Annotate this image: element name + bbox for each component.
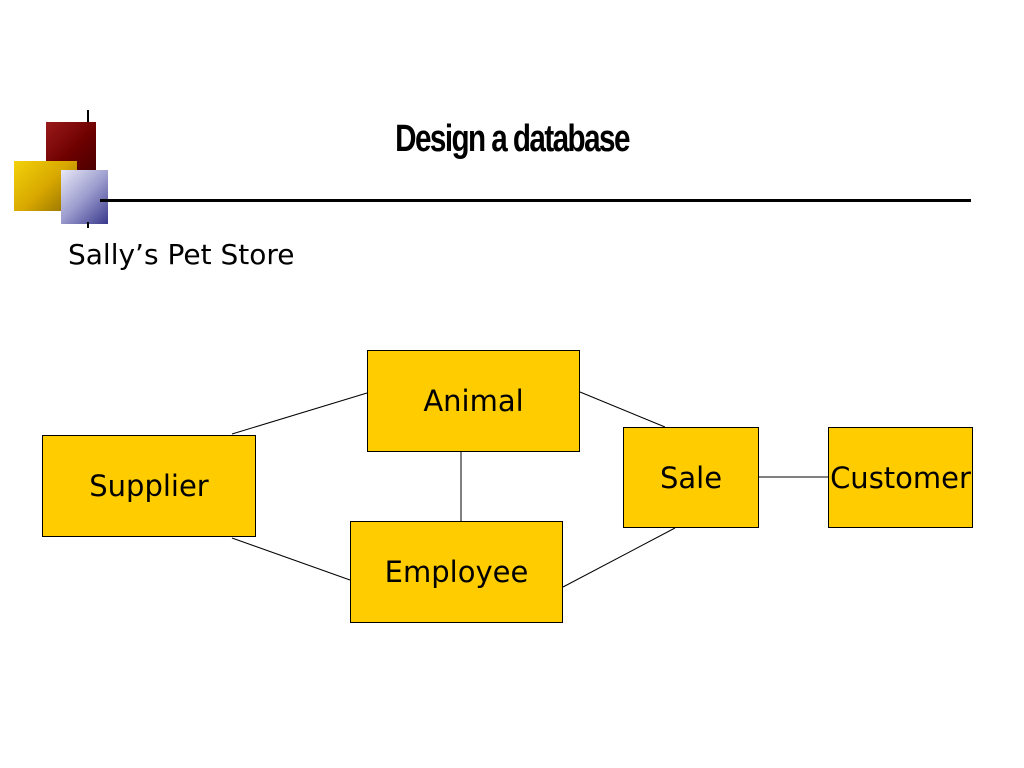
title-divider [100, 199, 971, 202]
entity-animal: Animal [367, 350, 580, 452]
decorative-blue-square [61, 170, 108, 224]
decorative-tick-top [87, 110, 89, 122]
connector-animal-sale [579, 391, 666, 428]
connector-supplier-animal [231, 392, 368, 435]
entity-sale: Sale [623, 427, 759, 528]
decorative-tick-bottom [87, 222, 89, 228]
slide-title: Design a database [395, 118, 630, 160]
connector-employee-sale [562, 527, 676, 588]
entity-customer: Customer [828, 427, 973, 528]
entity-supplier: Supplier [42, 435, 256, 537]
entity-employee: Employee [350, 521, 563, 623]
slide-subtitle: Sally’s Pet Store [68, 238, 295, 271]
connector-supplier-employee [231, 537, 351, 581]
